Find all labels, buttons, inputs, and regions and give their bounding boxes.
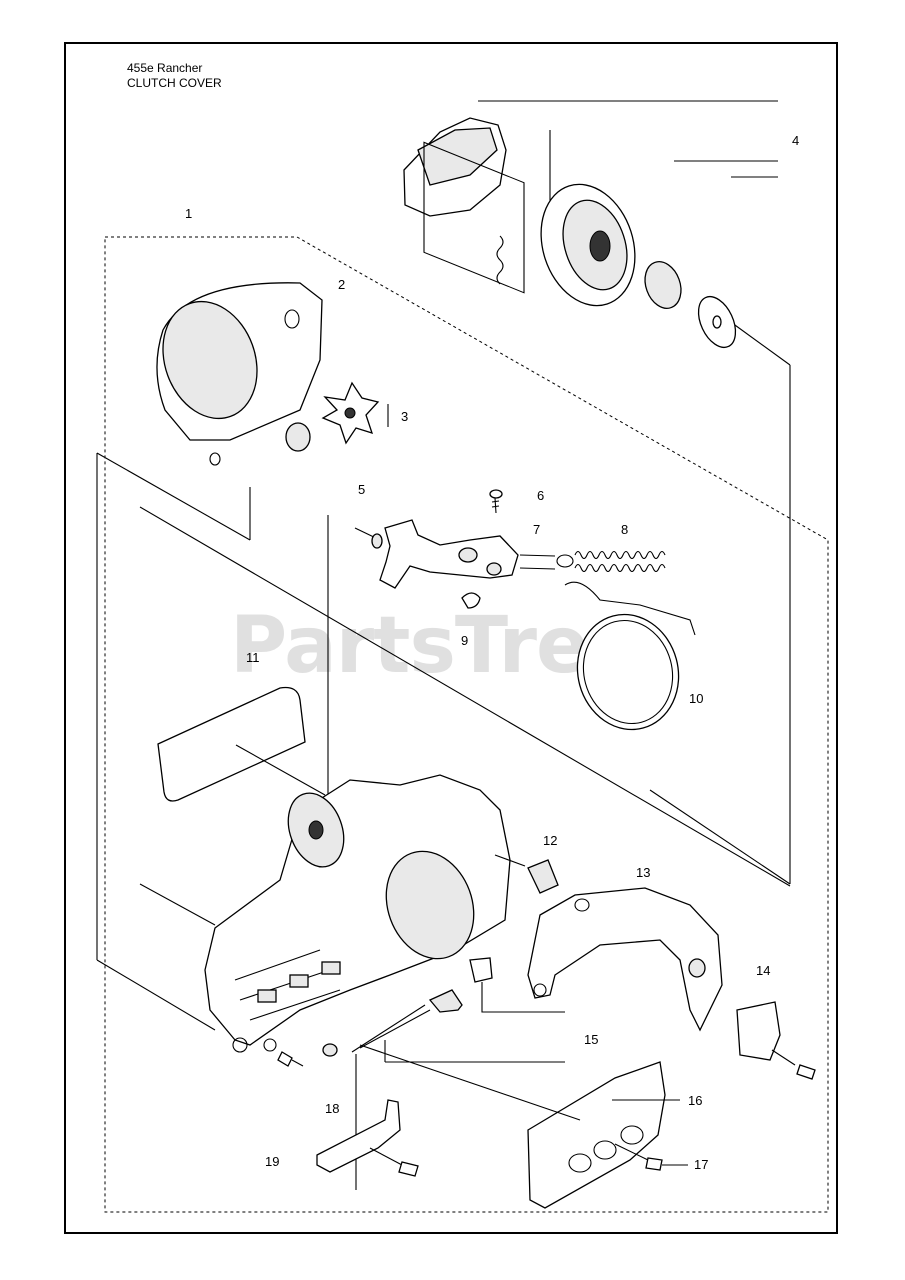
part-7-brake-lever	[354, 519, 556, 589]
callout-1: 1	[185, 206, 192, 221]
part-10-brake-band	[564, 581, 696, 731]
callout-15: 15	[584, 1032, 598, 1047]
watermark-text: PartsTree	[230, 601, 640, 691]
callout-4: 4	[792, 133, 799, 148]
part-9-clip	[461, 592, 481, 609]
part-3-sprocket	[285, 381, 380, 452]
part-6-screw	[489, 489, 503, 514]
part-8-spring	[556, 550, 666, 573]
model-name: 455e Rancher	[127, 61, 203, 75]
diagram-frame	[64, 42, 838, 1234]
callout-14: 14	[756, 963, 770, 978]
assembly-outline	[104, 236, 829, 1213]
part-1-clutch-cover	[204, 774, 511, 1053]
part-11-decal	[157, 686, 326, 802]
callout-2: 2	[338, 277, 345, 292]
callout-10: 10	[689, 691, 703, 706]
callout-3: 3	[401, 409, 408, 424]
callout-7: 7	[533, 522, 540, 537]
diagram-title: 455e Rancher CLUTCH COVER	[127, 61, 222, 91]
part-2-cover	[156, 282, 323, 466]
part-18-19-bar-plate	[316, 1054, 419, 1190]
part-15-tensioner	[351, 957, 565, 1063]
callout-13: 13	[636, 865, 650, 880]
callout-18: 18	[325, 1101, 339, 1116]
callout-17: 17	[694, 1157, 708, 1172]
part-16-side-plate	[359, 1044, 680, 1209]
callout-12: 12	[543, 833, 557, 848]
part-17-screw	[614, 1143, 688, 1171]
callout-19: 19	[265, 1154, 279, 1169]
callout-6: 6	[537, 488, 544, 503]
section-name: CLUTCH COVER	[127, 76, 222, 90]
callout-11: 11	[246, 650, 260, 665]
callout-16: 16	[688, 1093, 702, 1108]
callout-8: 8	[621, 522, 628, 537]
part-12-bushing	[494, 854, 559, 894]
part-13-bracket	[527, 887, 723, 1032]
part-1-screws	[277, 1043, 338, 1067]
part-4-clutch-assembly	[403, 117, 737, 349]
callout-5: 5	[358, 482, 365, 497]
part-14-chain-catcher	[736, 1001, 816, 1080]
callout-9: 9	[461, 633, 468, 648]
